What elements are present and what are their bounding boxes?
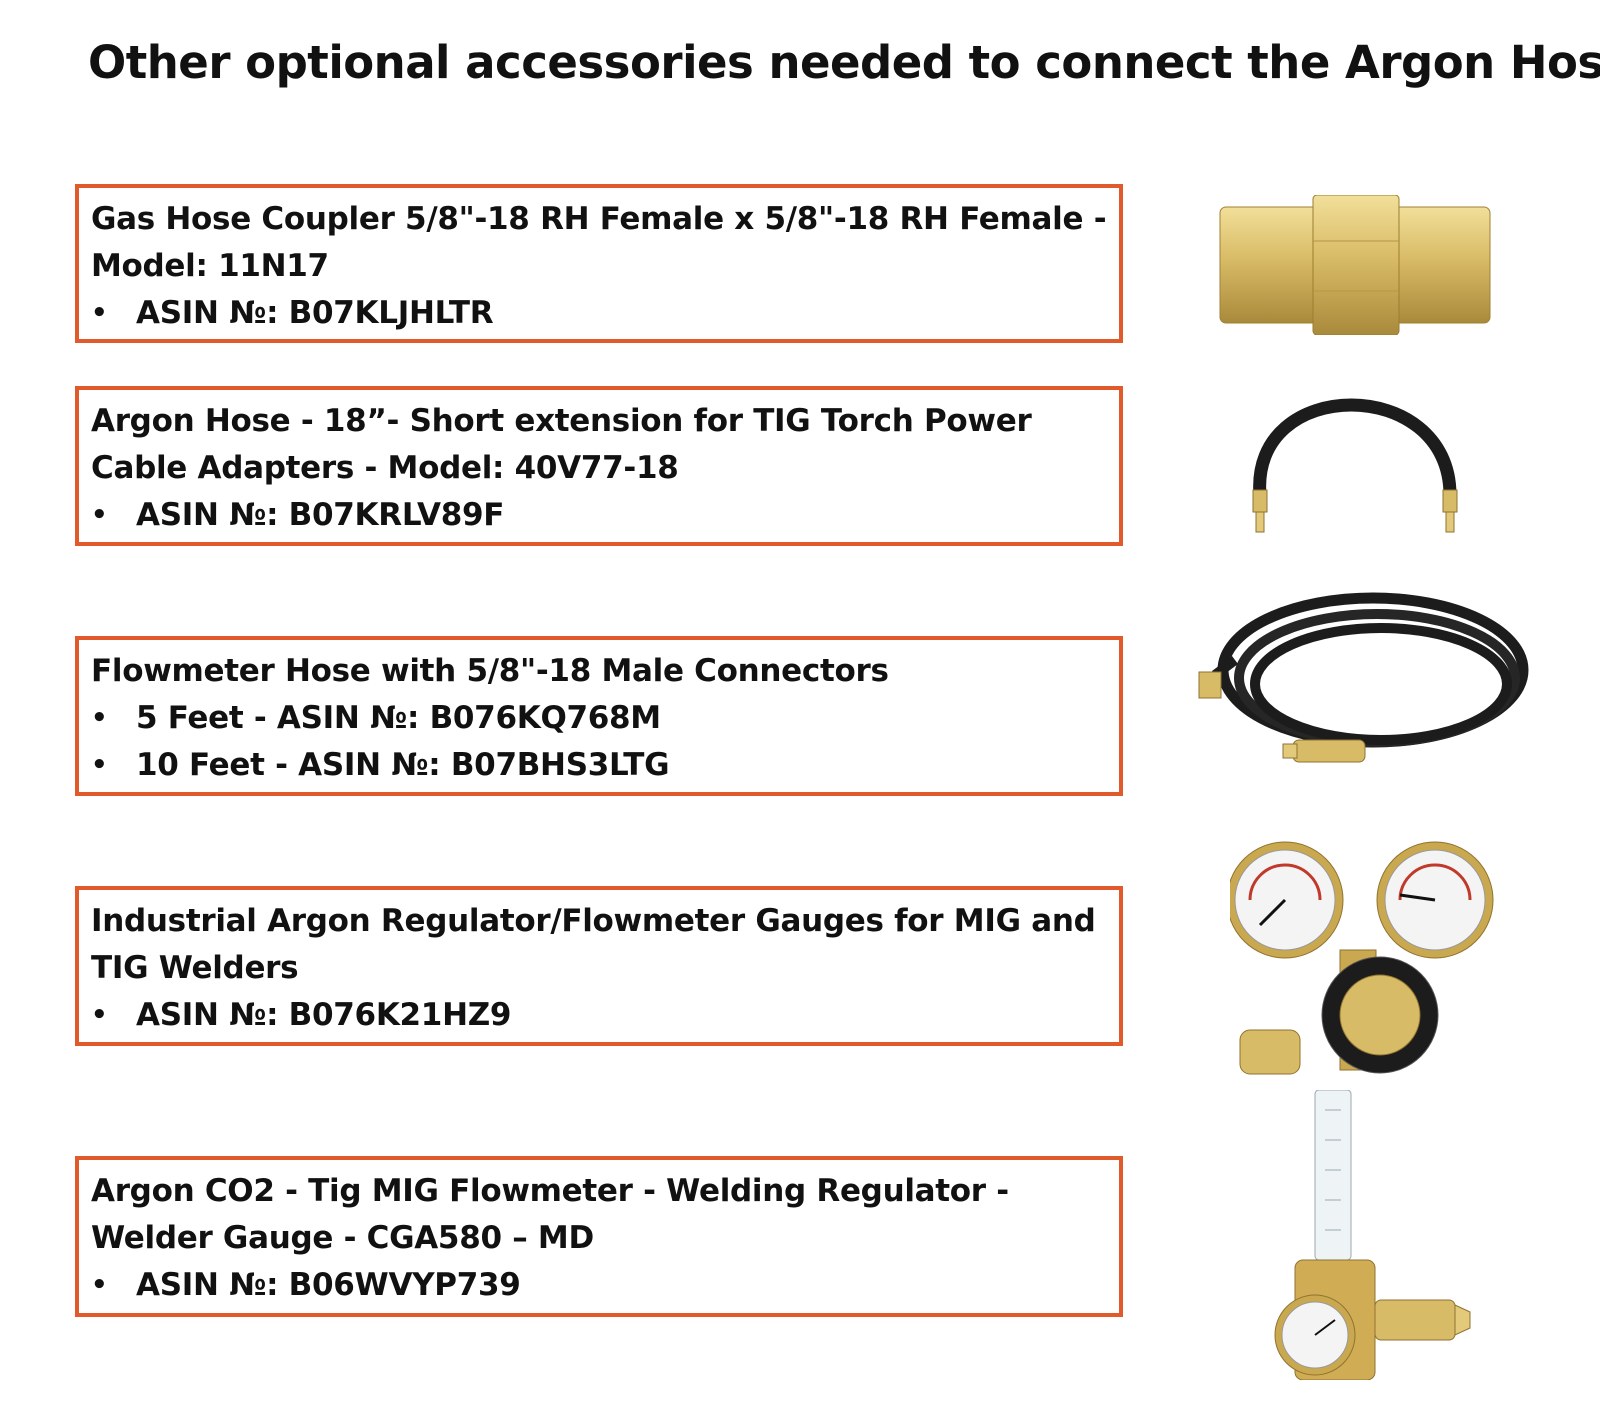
asin-text: ASIN №: B07KLJHLTR [136, 295, 494, 331]
bullet-icon: • [91, 1000, 108, 1030]
bullet-icon: • [91, 703, 108, 733]
accessory-item-regulator: Industrial Argon Regulator/Flowmeter Gau… [75, 886, 1123, 1046]
asin-text: ASIN №: B06WVYP739 [136, 1267, 521, 1303]
asin-text: 10 Feet - ASIN №: B07BHS3LTG [136, 747, 670, 783]
accessory-item-coupler: Gas Hose Coupler 5/8"-18 RH Female x 5/8… [75, 184, 1123, 343]
item-title: Gas Hose Coupler 5/8"-18 RH Female x 5/8… [91, 201, 1107, 284]
asin-text: ASIN №: B076K21HZ9 [136, 997, 512, 1033]
bullet-icon: • [91, 1270, 108, 1300]
asin-line: • ASIN №: B076K21HZ9 [91, 992, 1107, 1039]
asin-line: • 10 Feet - ASIN №: B07BHS3LTG [91, 742, 1107, 789]
bullet-icon: • [91, 750, 108, 780]
flowmeter-regulator-icon [1274, 1090, 1471, 1380]
asin-text: 5 Feet - ASIN №: B076KQ768M [136, 700, 661, 736]
accessory-item-flowmeter-hose: Flowmeter Hose with 5/8"-18 Male Connect… [75, 636, 1123, 796]
short-hose-icon [1252, 398, 1458, 533]
item-title: Argon CO2 - Tig MIG Flowmeter - Welding … [91, 1173, 1009, 1256]
accessory-item-short-hose: Argon Hose - 18”- Short extension for TI… [75, 386, 1123, 546]
dual-gauge-regulator-icon [1230, 841, 1494, 1075]
coiled-hose-icon [1198, 592, 1529, 763]
bullet-icon: • [91, 298, 108, 328]
accessory-item-flowmeter-regulator: Argon CO2 - Tig MIG Flowmeter - Welding … [75, 1156, 1123, 1317]
asin-line: • ASIN №: B07KRLV89F [91, 492, 1107, 539]
item-title: Flowmeter Hose with 5/8"-18 Male Connect… [91, 653, 889, 689]
asin-line: • ASIN №: B07KLJHLTR [91, 290, 1107, 337]
asin-text: ASIN №: B07KRLV89F [136, 497, 505, 533]
asin-line: • 5 Feet - ASIN №: B076KQ768M [91, 695, 1107, 742]
asin-line: • ASIN №: B06WVYP739 [91, 1262, 1107, 1309]
brass-coupler-icon [1219, 195, 1491, 335]
item-title: Industrial Argon Regulator/Flowmeter Gau… [91, 903, 1096, 986]
item-title: Argon Hose - 18”- Short extension for TI… [91, 403, 1032, 486]
page-title: Other optional accessories needed to con… [88, 36, 1600, 89]
bullet-icon: • [91, 500, 108, 530]
